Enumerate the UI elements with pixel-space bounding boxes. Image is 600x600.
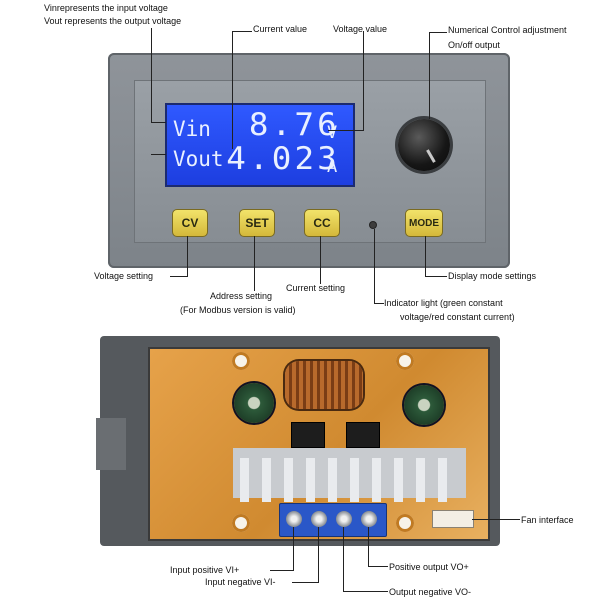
terminal-screw-vi-plus[interactable]: [286, 511, 302, 527]
leader-vi-minus: [318, 527, 319, 583]
leader-vo-minus: [343, 527, 344, 592]
heatsink: [233, 448, 466, 498]
terminal-screw-vi-minus[interactable]: [311, 511, 327, 527]
modbus-note: (For Modbus version is valid): [180, 305, 296, 315]
leader-indicator-h: [374, 303, 384, 304]
leader-cv: [187, 236, 188, 276]
indicator-light-annotation: Indicator light (green constant: [384, 298, 503, 308]
input-positive-annotation: Input positive VI+: [170, 565, 240, 575]
leader-mode-h: [425, 276, 447, 277]
leader-vin: [151, 28, 152, 123]
onoff-output-annotation: On/off output: [448, 40, 500, 50]
cc-button[interactable]: CC: [304, 209, 340, 237]
mode-button[interactable]: MODE: [405, 209, 443, 237]
output-negative-annotation: Output negative VO-: [389, 587, 472, 597]
fan-connector: [432, 510, 474, 528]
voltage-setting-annotation: Voltage setting: [94, 271, 154, 281]
heatsink-fin: [416, 458, 425, 502]
inductor-coil: [285, 361, 363, 409]
heatsink-fin: [394, 458, 403, 502]
input-negative-annotation: Input negative VI-: [205, 577, 276, 587]
voltage-unit: V: [327, 123, 338, 143]
leader-vout-h: [151, 154, 166, 155]
mounting-hole: [396, 352, 414, 370]
leader-vi-plus-h: [270, 570, 294, 571]
current-value-annotation: Current value: [253, 24, 308, 34]
heatsink-fin: [328, 458, 337, 502]
numerical-control-annotation: Numerical Control adjustment: [448, 25, 567, 35]
leader-vin-h: [151, 122, 166, 123]
mosfet-chip: [291, 422, 325, 448]
terminal-screw-vo-plus[interactable]: [361, 511, 377, 527]
leader-fan: [472, 519, 520, 520]
heatsink-fin: [240, 458, 249, 502]
vin-label: Vin: [173, 117, 211, 141]
leader-vo-minus-h: [343, 591, 388, 592]
current-setting-annotation: Current setting: [286, 283, 346, 293]
positive-output-annotation: Positive output VO+: [389, 562, 469, 572]
leader-knob-h: [429, 32, 447, 33]
heatsink-fin: [438, 458, 447, 502]
indicator-light-annotation-line2: voltage/red constant current): [400, 312, 515, 322]
heatsink-fin: [372, 458, 381, 502]
leader-vo-plus-h: [368, 566, 388, 567]
leader-vo-plus: [368, 527, 369, 567]
leader-current: [232, 31, 233, 149]
heatsink-fin: [284, 458, 293, 502]
lcd-display: Vin 8.76 V Vout 4.023 A: [165, 103, 355, 187]
rotary-encoder-knob[interactable]: [398, 119, 450, 171]
heatsink-fin: [350, 458, 359, 502]
leader-voltage: [363, 31, 364, 131]
leader-mode: [425, 236, 426, 276]
indicator-light: [370, 222, 376, 228]
leader-indicator: [374, 229, 375, 303]
cv-button[interactable]: CV: [172, 209, 208, 237]
mounting-hole: [232, 514, 250, 532]
heatsink-fin: [262, 458, 271, 502]
mosfet-chip: [346, 422, 380, 448]
output-capacitor: [404, 385, 444, 425]
mounting-hole: [396, 514, 414, 532]
leader-cc: [320, 236, 321, 284]
leader-vi-minus-h: [292, 582, 319, 583]
fan-interface-annotation: Fan interface: [521, 515, 574, 525]
mounting-clip: [96, 418, 126, 470]
address-setting-annotation: Address setting: [210, 291, 273, 301]
set-button[interactable]: SET: [239, 209, 275, 237]
vout-label: Vout: [173, 147, 224, 171]
heatsink-fin: [306, 458, 315, 502]
input-capacitor: [234, 383, 274, 423]
voltage-value-annotation: Voltage value: [333, 24, 388, 34]
leader-vi-plus: [293, 527, 294, 570]
leader-voltage-h: [328, 130, 364, 131]
vin-voltage-readout: 8.76: [248, 107, 340, 143]
current-unit: A: [327, 157, 338, 177]
leader-current-h: [232, 31, 252, 32]
vin-description: Vinrepresents the input voltage: [44, 3, 168, 13]
display-mode-annotation: Display mode settings: [448, 271, 537, 281]
vout-description: Vout represents the output voltage: [44, 16, 182, 26]
current-readout: 4.023: [226, 141, 341, 177]
leader-cv-h: [170, 276, 188, 277]
leader-set: [254, 236, 255, 291]
mounting-hole: [232, 352, 250, 370]
terminal-screw-vo-minus[interactable]: [336, 511, 352, 527]
leader-knob: [429, 32, 430, 119]
